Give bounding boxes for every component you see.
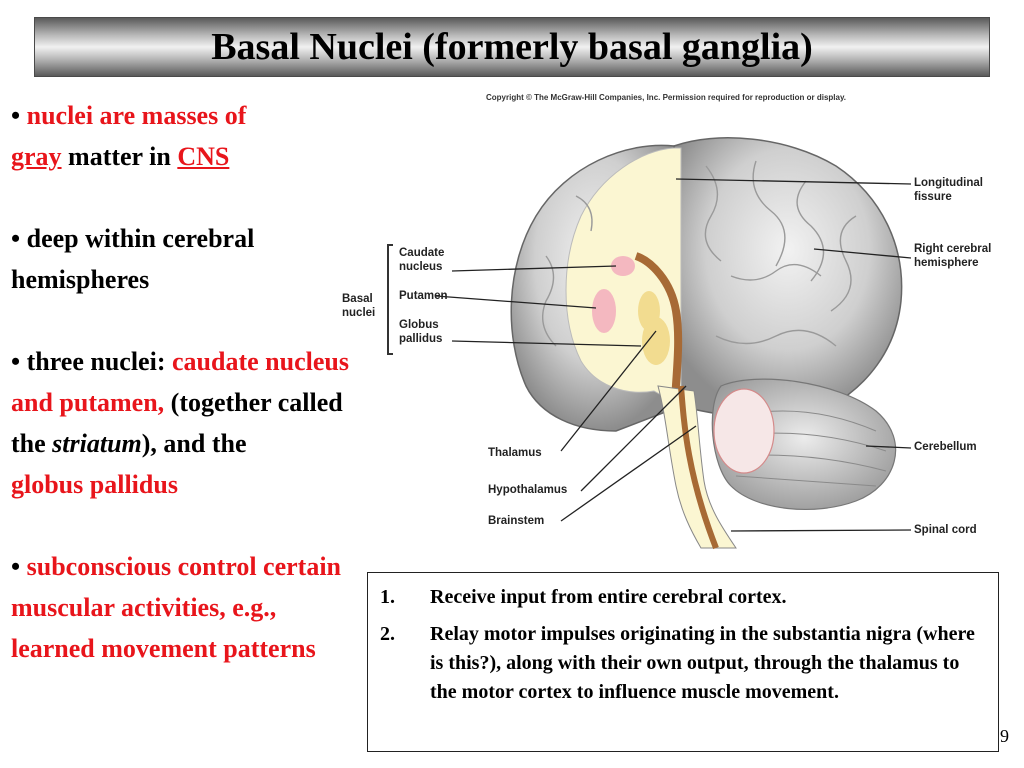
bullet-subconscious: • subconscious control certain muscular … — [11, 546, 351, 669]
label-cerebellum: Cerebellum — [914, 441, 977, 453]
bullet-text: nuclei are masses of — [26, 101, 247, 130]
label-thalamus: Thalamus — [488, 447, 542, 459]
list-item: 1. Receive input from entire cerebral co… — [380, 583, 984, 612]
bullet-text: subconscious control certain muscular ac… — [11, 552, 342, 663]
central-canal — [678, 385, 719, 550]
functions-box: 1. Receive input from entire cerebral co… — [367, 572, 999, 752]
term-gray: gray — [11, 142, 62, 171]
bullet-text: deep within cerebral hemispheres — [11, 224, 255, 294]
brain-illustration — [387, 137, 912, 550]
ventricle-shape — [634, 252, 683, 417]
term-cns: CNS — [177, 142, 230, 171]
bullet-text: three nuclei: — [26, 347, 166, 376]
bullet-dot: • — [11, 552, 21, 581]
thalamus-shape — [642, 317, 670, 365]
term-globus-pallidus: globus pallidus — [11, 470, 178, 499]
brain-figure: Copyright © The McGraw-Hill Companies, I… — [336, 86, 996, 556]
copyright-notice: Copyright © The McGraw-Hill Companies, I… — [486, 93, 847, 102]
bullet-text: ), and the — [141, 429, 247, 458]
bullet-dot: • — [11, 347, 21, 376]
bullet-deep-within: • deep within cerebral hemispheres — [11, 218, 351, 300]
bullet-list: • nuclei are masses of gray matter in CN… — [11, 95, 351, 669]
brainstem-shape — [657, 385, 737, 549]
arbor-vitae-shape — [713, 388, 775, 474]
label-spinal-cord: Spinal cord — [914, 524, 977, 536]
list-item-text: Relay motor impulses originating in the … — [430, 623, 975, 703]
basal-nuclei-bracket — [387, 244, 393, 355]
bullet-text: (together called the — [11, 388, 343, 458]
label-hypothalamus: Hypothalamus — [488, 484, 568, 496]
label-putamen: Putamen — [399, 290, 448, 302]
bullet-text: matter in — [68, 142, 171, 171]
label-brainstem: Brainstem — [488, 515, 545, 527]
label-globus-pallidus: Globus pallidus — [399, 319, 443, 345]
list-item-number: 1. — [380, 586, 395, 608]
term-caudate-putamen: caudate nucleus and putamen, — [11, 347, 349, 417]
bullet-nuclei-masses: • nuclei are masses of gray matter in CN… — [11, 95, 351, 177]
bullet-three-nuclei: • three nuclei: caudate nucleus and puta… — [11, 341, 351, 505]
title-bar: Basal Nuclei (formerly basal ganglia) — [34, 17, 990, 77]
label-longitudinal-fissure: Longitudinal fissure — [914, 177, 983, 203]
leader-lines — [435, 178, 912, 532]
putamen-shape — [592, 289, 616, 333]
term-striatum: striatum — [52, 429, 142, 458]
bullet-dot: • — [11, 224, 21, 253]
slide-title: Basal Nuclei (formerly basal ganglia) — [211, 26, 813, 68]
page-number: 9 — [1000, 726, 1009, 746]
list-item-number: 2. — [380, 623, 395, 645]
bullet-dot: • — [11, 101, 21, 130]
label-basal-nuclei: Basal nuclei — [342, 293, 376, 319]
list-item: 2. Relay motor impulses originating in t… — [380, 620, 984, 707]
label-caudate-nucleus: Caudate nucleus — [399, 247, 445, 273]
list-item-text: Receive input from entire cerebral corte… — [430, 586, 787, 608]
caudate-shape — [611, 256, 635, 276]
label-right-cerebral-hemisphere: Right cerebral hemisphere — [914, 243, 992, 269]
